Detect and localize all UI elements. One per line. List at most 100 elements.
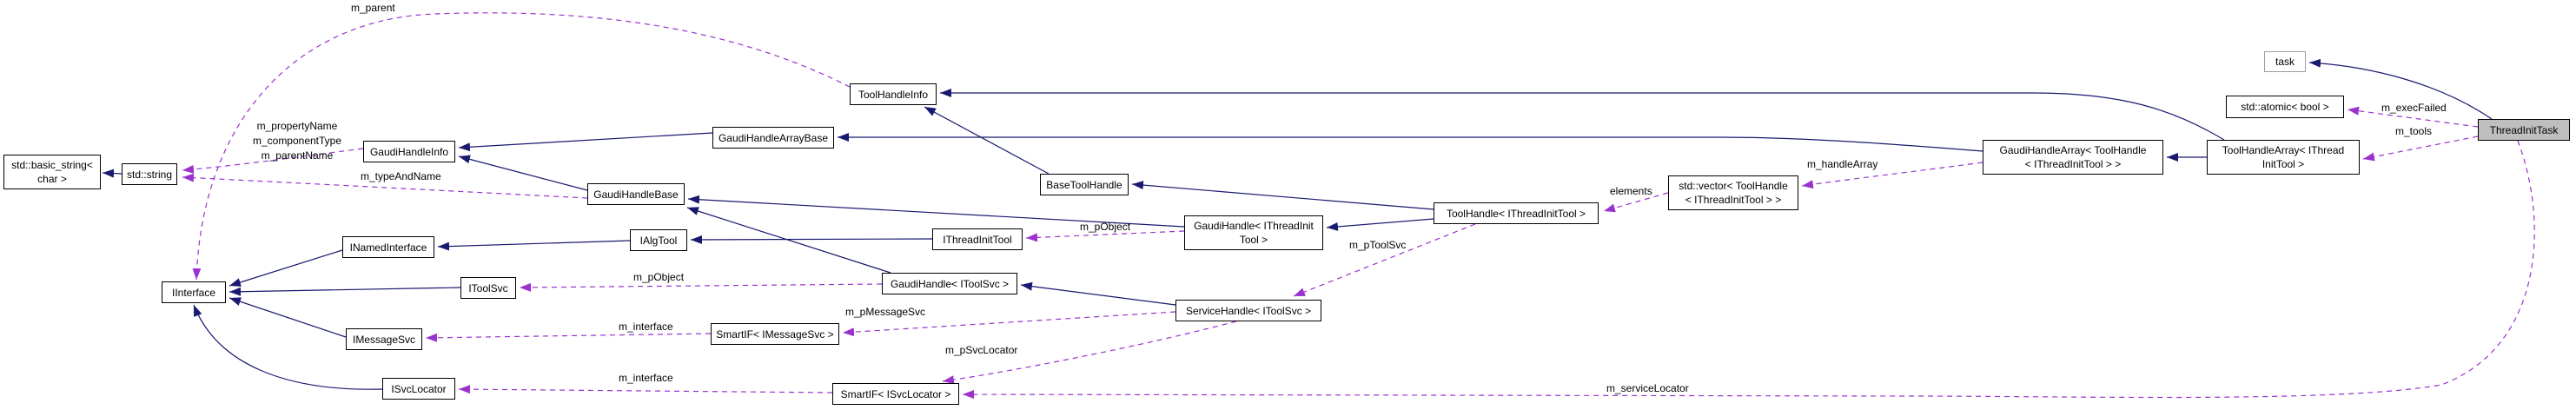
node-isvclocator[interactable]: ISvcLocator xyxy=(382,378,455,400)
edge-isvclocator-to-iinterface xyxy=(193,304,383,390)
edge-label-m-parentname: m_parentName xyxy=(261,149,334,162)
node-label: GaudiHandleArrayBase xyxy=(718,131,829,144)
node-std-basic-string[interactable]: std::basic_string< char > xyxy=(3,155,101,189)
node-gaudihandlearraybase[interactable]: GaudiHandleArrayBase xyxy=(712,127,834,149)
edge-smartifloc-uses-isvclocator xyxy=(458,385,833,394)
edge-toolhandleinfo-uses-iinterface xyxy=(192,12,851,281)
edge-threadinittask-to-task xyxy=(2308,58,2493,120)
edge-label-m-pobject-thread: m_pObject xyxy=(1080,221,1131,233)
node-iinterface[interactable]: IInterface xyxy=(162,281,226,303)
edge-label-m-pobject-toolsvc: m_pObject xyxy=(633,271,685,283)
edge-handlebase-to-handleinfo xyxy=(458,155,588,191)
node-task[interactable]: task xyxy=(2264,51,2306,72)
node-itoolsvc[interactable]: IToolSvc xyxy=(460,277,516,299)
edge-label-m-typeandname: m_typeAndName xyxy=(361,170,441,182)
edge-servicehandle-uses-smartifmsg xyxy=(842,311,1176,337)
node-label: char > xyxy=(37,173,67,185)
node-label: ServiceHandle< IToolSvc > xyxy=(1185,304,1312,317)
node-label: ThreadInitTask xyxy=(2489,123,2559,136)
node-label: GaudiHandleBase xyxy=(593,188,679,201)
node-servicehandle-itoolsvc[interactable]: ServiceHandle< IToolSvc > xyxy=(1175,300,1321,321)
edge-threadinittask-uses-smartifloc xyxy=(962,140,2535,400)
edge-threadinittask-uses-toolhandlearray xyxy=(2362,136,2479,162)
node-label: InitTool > xyxy=(2261,158,2305,170)
edge-label-m-pmessagesvc: m_pMessageSvc xyxy=(845,306,926,318)
edge-vector-uses-toolhandle xyxy=(1603,192,1669,213)
edge-label-m-interface-locator: m_interface xyxy=(619,372,673,384)
node-label: GaudiHandle< IThreadInit xyxy=(1194,220,1314,232)
edge-gaudihandlethread-to-handlebase xyxy=(687,195,1185,228)
edge-imessagesvc-to-iinterface xyxy=(228,297,347,338)
node-gaudihandle-ithreadinittool[interactable]: GaudiHandle< IThreadInit Tool > xyxy=(1184,215,1323,250)
edge-toolhandle-to-basetoolhandle xyxy=(1131,181,1434,210)
node-label: IThreadInitTool xyxy=(943,233,1012,246)
edge-itoolsvc-to-iinterface xyxy=(228,287,461,296)
edge-basetoolhandle-to-toolhandleinfo xyxy=(924,106,1050,175)
node-label: IToolSvc xyxy=(468,281,508,294)
edge-gaudihandletoolsvc-uses-itoolsvc xyxy=(519,282,883,292)
node-std-string[interactable]: std::string xyxy=(122,163,177,185)
node-label: ToolHandleInfo xyxy=(858,88,929,101)
node-inamedinterface[interactable]: INamedInterface xyxy=(342,236,434,258)
edge-servicehandle-to-gaudihandletoolsvc xyxy=(1020,281,1176,306)
node-basetoolhandle[interactable]: BaseToolHandle xyxy=(1040,174,1129,195)
node-label: SmartIF< IMessageSvc > xyxy=(716,327,834,341)
edge-label-m-interface-message: m_interface xyxy=(619,321,673,333)
edge-gaudihandlearray-uses-vector xyxy=(1801,162,1983,189)
edge-inamedinterface-to-iinterface xyxy=(228,249,343,287)
node-ialgtool[interactable]: IAlgTool xyxy=(630,229,687,251)
edge-label-m-tools: m_tools xyxy=(2395,125,2433,137)
edge-toolhandle-to-gaudihandlethread xyxy=(1326,218,1434,231)
edge-handleinfo-uses-string xyxy=(182,148,364,174)
node-imessagesvc[interactable]: IMessageSvc xyxy=(346,328,422,350)
edge-gaudihandletoolsvc-to-handlebase xyxy=(686,207,891,274)
node-ithreadinittool[interactable]: IThreadInitTool xyxy=(932,228,1023,250)
node-label: std::vector< ToolHandle xyxy=(1679,180,1788,192)
edge-label-m-execfailed: m_execFailed xyxy=(2381,102,2447,114)
node-smartif-isvclocator[interactable]: SmartIF< ISvcLocator > xyxy=(832,383,959,405)
edge-handlebase-uses-string xyxy=(182,173,588,199)
node-toolhandlearray[interactable]: ToolHandleArray< IThread InitTool > xyxy=(2207,140,2360,175)
node-label: < IThreadInitTool > > xyxy=(2024,158,2122,170)
node-label: GaudiHandle< IToolSvc > xyxy=(890,277,1010,290)
node-label: std::string xyxy=(126,168,173,181)
edge-label-m-servicelocator: m_serviceLocator xyxy=(1606,382,1689,394)
node-label: Tool > xyxy=(1239,234,1268,246)
edge-label-m-componenttype: m_componentType xyxy=(252,135,342,147)
node-toolhandleinfo[interactable]: ToolHandleInfo xyxy=(850,83,937,105)
edge-label-m-psvclocator: m_pSvcLocator xyxy=(945,344,1018,356)
edge-toolhandle-uses-servicehandle xyxy=(1293,223,1476,297)
edge-label-elements: elements xyxy=(1610,185,1652,197)
node-label: IAlgTool xyxy=(639,234,678,247)
edge-ialgtool-to-inamedinterface xyxy=(437,240,631,251)
edge-smartifmsg-uses-imessagesvc xyxy=(425,333,712,342)
edge-ithreadinittool-to-ialgtool xyxy=(690,235,933,244)
node-label: BaseToolHandle xyxy=(1046,178,1122,191)
edge-string-to-basicstring xyxy=(102,169,123,178)
node-label: < IThreadInitTool > > xyxy=(1685,194,1782,206)
node-std-vector-toolhandle[interactable]: std::vector< ToolHandle < IThreadInitToo… xyxy=(1668,175,1798,210)
node-label: std::basic_string< xyxy=(11,159,93,171)
node-smartif-imessagesvc[interactable]: SmartIF< IMessageSvc > xyxy=(711,323,839,345)
node-label: IMessageSvc xyxy=(352,333,416,346)
node-gaudihandlebase[interactable]: GaudiHandleBase xyxy=(587,183,685,205)
node-label: GaudiHandleInfo xyxy=(369,145,449,158)
node-label: GaudiHandleArray< ToolHandle xyxy=(1999,144,2147,156)
node-label: INamedInterface xyxy=(349,241,427,254)
node-toolhandle-ithreadinittool[interactable]: ToolHandle< IThreadInitTool > xyxy=(1434,202,1599,224)
node-label: ISvcLocator xyxy=(391,382,447,395)
edge-label-m-handlearray: m_handleArray xyxy=(1807,158,1878,170)
edge-label-m-propertyname: m_propertyName xyxy=(256,120,338,132)
node-gaudihandleinfo[interactable]: GaudiHandleInfo xyxy=(363,141,455,162)
node-gaudihandle-itoolsvc[interactable]: GaudiHandle< IToolSvc > xyxy=(882,273,1017,294)
node-label: ToolHandleArray< IThread xyxy=(2222,144,2345,156)
node-label: SmartIF< ISvcLocator > xyxy=(840,387,951,400)
edge-label-property-block: m_propertyName m_componentType m_parentN… xyxy=(246,119,348,163)
node-gaudihandlearray[interactable]: GaudiHandleArray< ToolHandle < IThreadIn… xyxy=(1983,140,2163,175)
node-label: ToolHandle< IThreadInitTool > xyxy=(1446,207,1586,220)
node-std-atomic-bool[interactable]: std::atomic< bool > xyxy=(2226,96,2344,118)
edge-label-m-parent: m_parent xyxy=(351,2,395,14)
edge-gaudihandlethread-uses-ithreadinittool xyxy=(1025,230,1185,242)
